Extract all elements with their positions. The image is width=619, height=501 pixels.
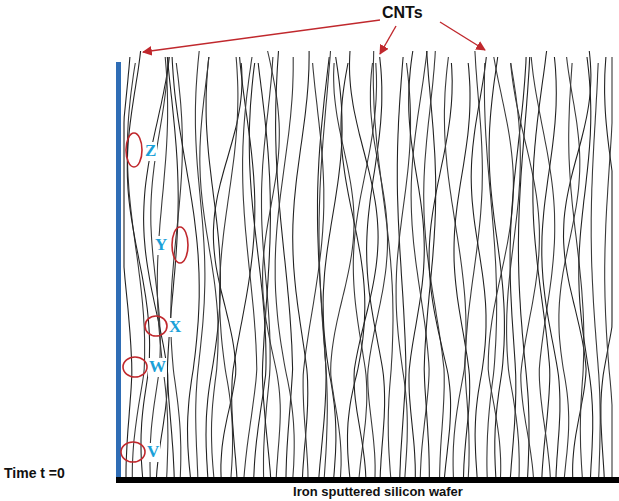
callout-ellipses [121,133,188,462]
nanotube [206,57,220,477]
nanotube [127,51,149,477]
nanotube [429,63,452,477]
nanotube [591,63,600,477]
nanotube [396,63,410,477]
nanotube [601,57,612,477]
nanotube [444,57,466,477]
nanotube [195,51,205,477]
nanotube [533,51,550,477]
nanotube [542,57,560,477]
nanotube [213,63,242,477]
nanotube [424,51,445,477]
leader-arrows [143,20,485,54]
nanotube [171,63,183,477]
callout-letter: Y [154,236,168,255]
time-label: Time t =0 [4,466,65,481]
nanotube [531,57,555,477]
nanotube [350,51,379,477]
wafer-bar [116,477,619,483]
nanotube [157,57,168,477]
nanotube [465,51,482,477]
nanotube [144,57,170,477]
nanotube [471,57,486,477]
nanotube [373,51,393,477]
nanotube [397,57,406,477]
nanotube [484,63,496,477]
nanotube [303,63,324,477]
nanotube [579,57,593,477]
side-wall [116,62,121,478]
nanotube [331,63,354,477]
nanotube [569,63,584,477]
wafer-label: Iron sputtered silicon wafer [293,485,463,499]
nanotube [293,51,309,477]
callout-letter: V [146,443,160,462]
nanotube [275,57,294,477]
callout-letter: W [148,358,167,377]
nanotube [511,63,540,477]
nanotube [323,57,342,477]
nanotube [249,63,266,477]
nanotube [424,51,436,477]
cnts-label: CNTs [382,4,423,22]
nanotube [258,63,270,477]
nanotube [220,57,238,477]
nanotube [367,57,385,477]
nanotube [605,57,612,477]
nanotube [276,51,293,477]
nanotube [319,51,331,477]
nanotube [263,51,281,477]
callout-letter: Z [144,142,157,161]
callout-letter: X [168,318,182,337]
nanotube [564,51,591,477]
nanotube-forest [124,51,612,477]
nanotube [200,57,218,477]
